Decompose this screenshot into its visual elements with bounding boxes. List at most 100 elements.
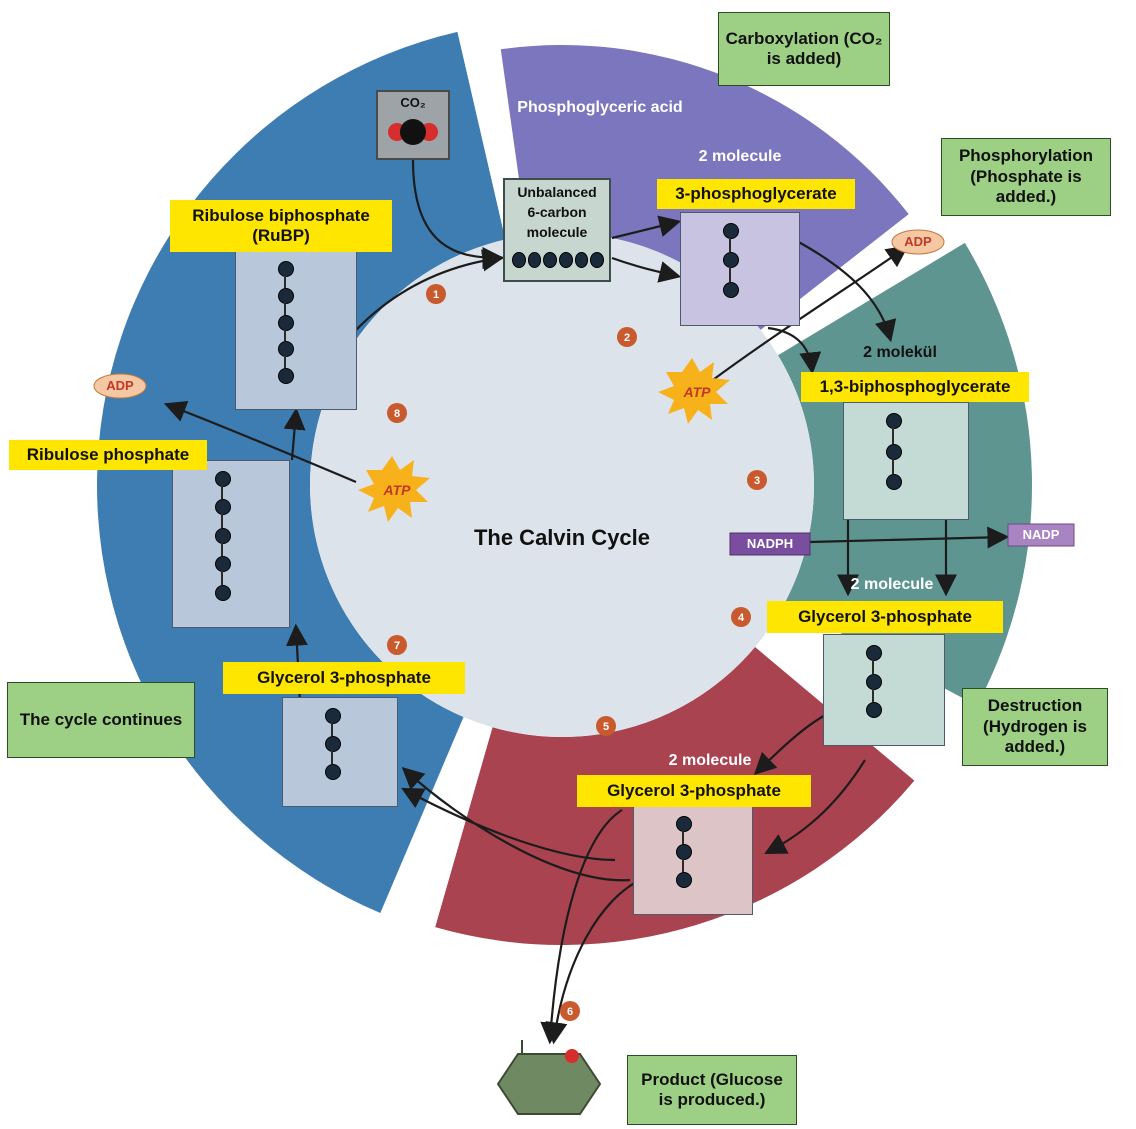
bond-line bbox=[284, 355, 286, 369]
bpg-structure bbox=[843, 402, 969, 520]
pga-label: 3-phosphoglycerate bbox=[657, 179, 855, 209]
atp-burst-right bbox=[658, 358, 730, 424]
arrow-unbalanced-to-pga-2 bbox=[611, 256, 682, 283]
carbon-atom bbox=[886, 474, 902, 491]
bond-line bbox=[221, 570, 223, 585]
carbon-atom bbox=[723, 281, 739, 298]
bond-line bbox=[284, 328, 286, 342]
adp-left-text: ADP bbox=[106, 378, 134, 394]
step-marker-5: 5 bbox=[596, 716, 616, 736]
arrow-nadph-to-nadp bbox=[809, 526, 1010, 549]
cycle-continues-box: The cycle continues bbox=[7, 682, 195, 758]
rubp-label-line1: Ribulose biphosphate bbox=[192, 205, 370, 225]
carbon-atom bbox=[676, 872, 692, 888]
carbon-atom bbox=[325, 708, 341, 724]
carbon-atom bbox=[325, 736, 341, 752]
ribulose-phosphate-structure bbox=[172, 460, 290, 628]
arrow-atp-to-adp-right bbox=[705, 245, 909, 386]
arrow-pga-to-bpg-2 bbox=[767, 326, 822, 375]
bond-line bbox=[729, 266, 731, 282]
bpg-count-label: 2 molekül bbox=[863, 344, 937, 362]
bond-line bbox=[682, 830, 684, 844]
phosphoglyceric-acid-label: Phosphoglyceric acid bbox=[517, 99, 683, 117]
arrow-pga-to-bpg bbox=[794, 239, 897, 343]
step-marker-1: 1 bbox=[426, 284, 446, 304]
bond-line bbox=[331, 722, 333, 736]
carbon-atom bbox=[723, 252, 739, 269]
carbon-atom bbox=[325, 764, 341, 780]
co2-label: CO₂ bbox=[400, 95, 426, 111]
arrow-ribulose-to-rubp bbox=[283, 407, 306, 461]
arrow-atp-to-adp-left bbox=[163, 401, 357, 484]
step-marker-2: 2 bbox=[617, 327, 637, 347]
co2-molecule bbox=[376, 90, 450, 160]
carboxylation-box: Carboxylation (CO₂ is added) bbox=[718, 12, 890, 86]
step-number-6: 6 bbox=[567, 1006, 573, 1018]
atp-burst-left bbox=[358, 456, 430, 522]
carbon-atom bbox=[723, 223, 739, 239]
arrow-to-glucose-2 bbox=[545, 879, 641, 1045]
carbon-atom bbox=[215, 527, 231, 544]
step-marker-6: 6 bbox=[560, 1001, 580, 1021]
carbon-atom bbox=[215, 499, 231, 516]
carbon-atom bbox=[278, 261, 294, 277]
center-title: The Calvin Cycle bbox=[473, 524, 651, 550]
rubp-label: Ribulose biphosphate (RuBP) bbox=[170, 200, 392, 252]
carbon-atom bbox=[866, 673, 882, 690]
adp-tag-right bbox=[891, 229, 945, 255]
bond-line bbox=[872, 659, 874, 674]
nadph-tag bbox=[729, 532, 811, 556]
nadph-text: NADPH bbox=[746, 536, 794, 552]
step-number-7: 7 bbox=[394, 640, 400, 652]
carbon-atom bbox=[278, 287, 294, 304]
step-number-2: 2 bbox=[624, 332, 630, 344]
unbalanced-line2: 6-carbon bbox=[527, 203, 587, 220]
carbon-atom bbox=[866, 645, 882, 661]
bond-line bbox=[729, 237, 731, 253]
carbon-atom bbox=[866, 702, 882, 719]
step-number-5: 5 bbox=[603, 721, 609, 733]
carbon-atom bbox=[886, 413, 902, 429]
step-marker-3: 3 bbox=[747, 470, 767, 490]
glucose-hexagon bbox=[496, 1040, 602, 1115]
g3p-left-label: Glycerol 3-phosphate bbox=[223, 662, 465, 694]
step-number-1: 1 bbox=[433, 289, 439, 301]
g3p-right-label: Glycerol 3-phosphate bbox=[767, 601, 1003, 633]
arrow-to-glucose bbox=[540, 809, 623, 1045]
g3p-bottom-structure bbox=[633, 805, 753, 915]
carbon-chain bbox=[512, 252, 605, 268]
g3p-right-structure bbox=[823, 634, 945, 746]
g3p-bottom-count-label: 2 molecule bbox=[668, 752, 752, 770]
unbalanced-line3: molecule bbox=[526, 223, 588, 240]
bond-line bbox=[284, 301, 286, 315]
arrow-g3p-right-to-bottom-2 bbox=[764, 759, 866, 855]
bond-line bbox=[221, 513, 223, 528]
bond-line bbox=[221, 485, 223, 500]
step-marker-7: 7 bbox=[387, 635, 407, 655]
arrow-bottom-to-left-g3p bbox=[401, 767, 631, 882]
carbon-atom bbox=[278, 341, 294, 358]
carbon-atom bbox=[215, 556, 231, 573]
carbon-atom bbox=[886, 443, 902, 460]
rubp-label-line2: (RuBP) bbox=[252, 226, 310, 245]
carbon-atom bbox=[676, 816, 692, 832]
pga-count-label: 2 molecule bbox=[698, 148, 782, 166]
bond-line bbox=[892, 457, 894, 475]
carbon-atom bbox=[278, 314, 294, 331]
bond-line bbox=[872, 687, 874, 703]
step-number-3: 3 bbox=[754, 475, 760, 487]
g3p-left-structure bbox=[282, 697, 398, 807]
bond-line bbox=[284, 275, 286, 288]
carbon-atom bbox=[215, 471, 231, 487]
arrow-rubp-to-unbalanced bbox=[355, 249, 505, 331]
g3p-bottom-label: Glycerol 3-phosphate bbox=[577, 775, 811, 807]
g3p-right-count-label: 2 molecule bbox=[850, 576, 934, 594]
step-marker-8: 8 bbox=[387, 403, 407, 423]
arrow-unbalanced-to-pga-1 bbox=[611, 215, 682, 240]
step-number-4: 4 bbox=[738, 612, 745, 624]
carbon-atom bbox=[278, 368, 294, 385]
adp-tag-left bbox=[93, 373, 147, 399]
bond-line bbox=[892, 427, 894, 444]
adp-right-text: ADP bbox=[904, 234, 932, 250]
bond-line bbox=[331, 750, 333, 764]
